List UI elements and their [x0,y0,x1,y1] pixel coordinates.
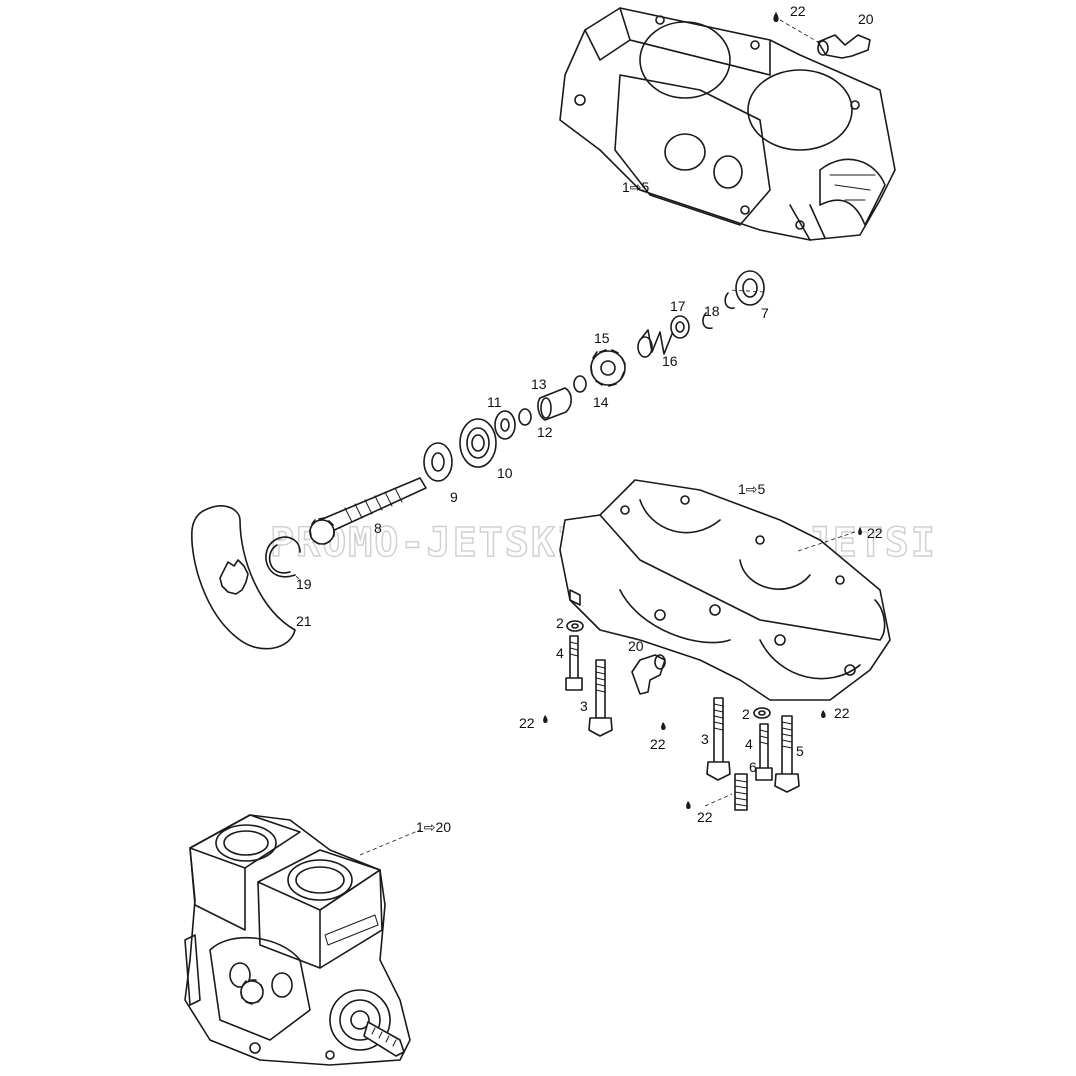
label-14: 14 [593,394,609,410]
label-2-left: 2 [556,615,564,631]
label-15: 15 [594,330,610,346]
bolt-4-right [755,723,773,781]
assembled-engine [184,814,411,1066]
bolt-4-left [565,635,583,691]
drop-icon [661,722,666,730]
label-11: 11 [487,394,502,410]
leader-engine [359,829,421,856]
label-9: 9 [450,489,458,505]
label-22-right: 22 [834,705,850,721]
disk-21 [191,505,296,650]
label-22-top: 22 [790,3,806,19]
leader-22-bottom [704,793,733,807]
label-lower-crankcase-ref: 1⇨5 [738,481,766,497]
lower-crankcase [559,479,891,701]
drop-icon [543,715,548,723]
label-2-right: 2 [742,706,750,722]
label-20-lower: 20 [628,638,644,654]
label-7: 7 [761,305,769,321]
label-18: 18 [704,303,720,319]
label-8: 8 [374,520,382,536]
bolt-3-right [706,697,731,781]
label-16: 16 [662,353,678,369]
fitting-20-lower [631,654,666,695]
label-3-right: 3 [701,731,709,747]
label-17: 17 [670,298,686,314]
circlip-19 [265,536,301,581]
label-3-left: 3 [580,698,588,714]
leader-22-mid [794,531,856,553]
label-6: 6 [749,759,757,775]
shaft-assembly [309,270,765,545]
label-12: 12 [537,424,553,440]
washer-2-right [753,707,771,719]
bolt-3-left [588,659,613,737]
label-engine-ref: 1⇨20 [416,819,451,835]
label-22-center: 22 [650,736,666,752]
stud-6 [734,773,748,811]
label-22-mid-right: 22 [867,525,883,541]
label-upper-crankcase-ref: 1⇨5 [622,179,650,195]
upper-crankcase [559,7,896,241]
label-4-left: 4 [556,645,564,661]
label-20-top: 20 [858,11,874,27]
label-21: 21 [296,613,312,629]
label-10: 10 [497,465,513,481]
washer-2-left [566,620,584,632]
label-13: 13 [531,376,547,392]
label-22-left: 22 [519,715,535,731]
drop-icon [686,801,691,809]
drop-icon [773,12,779,22]
drop-icon [821,710,826,718]
label-19: 19 [296,576,312,592]
drop-icon [858,527,862,535]
shaft-leaders [729,289,765,293]
bolt-5 [774,715,800,793]
label-22-bottom: 22 [697,809,713,825]
label-5: 5 [796,743,804,759]
fitting-20-top [779,19,871,59]
label-4-right: 4 [745,736,753,752]
